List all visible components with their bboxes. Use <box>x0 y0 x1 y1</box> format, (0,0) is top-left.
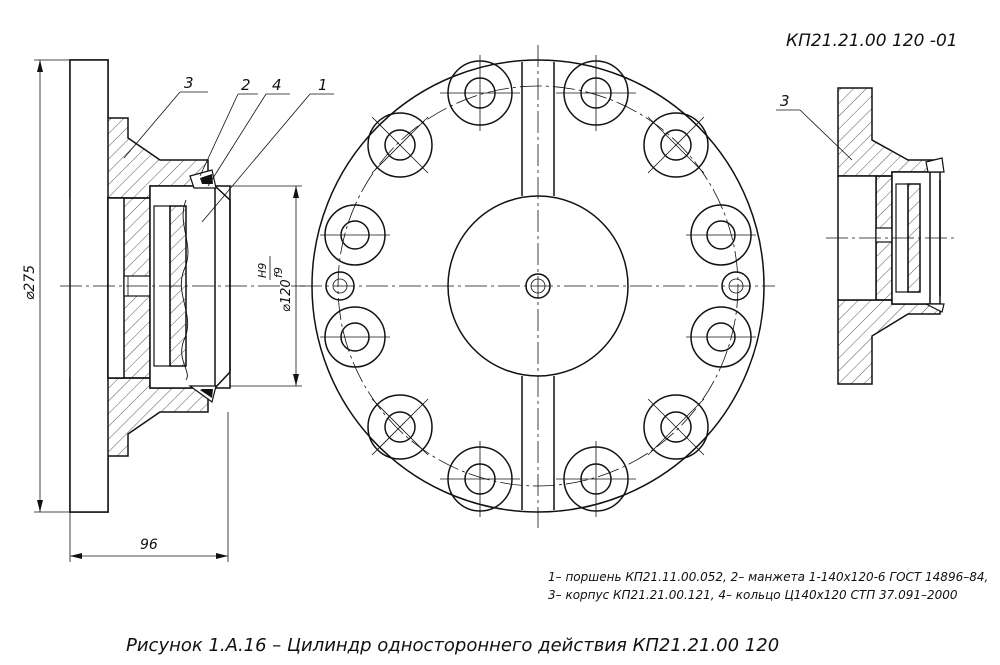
bolt-hole <box>367 394 433 460</box>
bolt-hole <box>440 55 520 131</box>
left-section-view: ⌀275 ⌀120 H9 f9 96 3 2 4 1 <box>22 59 334 562</box>
callout-3: 3 <box>184 74 194 92</box>
dim-outer-diameter: ⌀275 <box>22 265 38 300</box>
callout-2: 2 <box>241 76 251 94</box>
bolt-hole <box>643 112 709 178</box>
housing-section-right <box>837 87 941 177</box>
right-section-view: 3 <box>776 87 958 385</box>
legend-line-1: 1– поршень КП21.11.00.052, 2– манжета 1-… <box>548 570 988 584</box>
bolt-hole <box>320 306 390 368</box>
front-view <box>300 45 775 528</box>
bolt-hole <box>440 441 520 517</box>
seal-lower <box>188 385 217 404</box>
callout-3-right: 3 <box>780 92 790 110</box>
side-port-left <box>325 271 355 301</box>
housing-section-right-lower <box>837 299 941 385</box>
callout-1: 1 <box>318 76 328 94</box>
callout-4: 4 <box>272 76 282 94</box>
bolt-hole <box>686 204 756 266</box>
legend-line-2: 3– корпус КП21.21.00.121, 4– кольцо Ц140… <box>548 588 958 602</box>
bolt-hole <box>556 441 636 517</box>
bolt-hole <box>643 394 709 460</box>
piston <box>149 185 231 389</box>
dim-length: 96 <box>140 537 158 553</box>
bolt-hole <box>367 112 433 178</box>
side-port-right <box>721 271 751 301</box>
bolt-hole <box>686 306 756 368</box>
dim-bore-diameter: ⌀120 <box>279 279 294 312</box>
designation: КП21.21.00 120 -01 <box>786 31 958 51</box>
fit-hole: H9 <box>256 263 269 278</box>
bolt-hole <box>556 55 636 131</box>
bore-step <box>107 197 125 379</box>
figure-caption: Рисунок 1.А.16 – Цилиндр одностороннего … <box>126 635 779 656</box>
fit-shaft: f9 <box>272 267 285 278</box>
bolt-hole <box>320 204 390 266</box>
